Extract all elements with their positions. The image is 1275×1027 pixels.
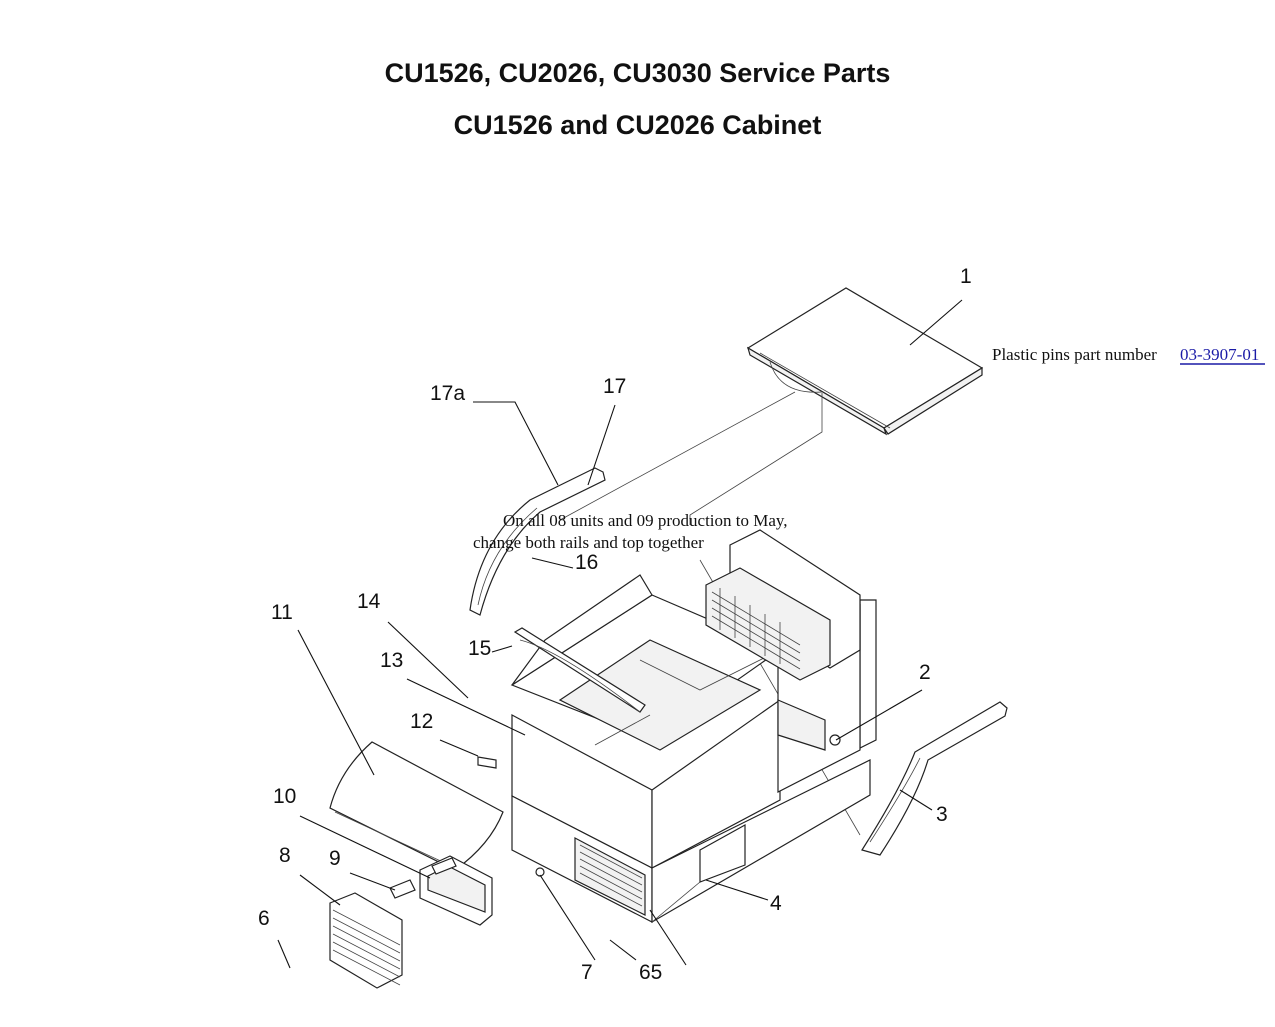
page-subtitle: CU1526 and CU2026 Cabinet — [453, 110, 822, 140]
callout-1: 1 — [960, 265, 972, 288]
callout-14: 14 — [357, 590, 381, 613]
callout-9: 9 — [329, 847, 341, 870]
callout-65: 65 — [639, 961, 662, 984]
part-door-panel — [329, 741, 504, 871]
callout-15: 15 — [468, 637, 491, 660]
part-filter-frame — [419, 855, 493, 926]
part-cabinet — [510, 574, 877, 924]
part-evaporator-assembly — [705, 529, 861, 751]
part-rail-lower — [513, 627, 646, 713]
callout-7: 7 — [581, 961, 593, 984]
part-grille — [329, 892, 403, 989]
callout-16: 16 — [575, 551, 598, 574]
callout-12: 12 — [410, 710, 433, 733]
callout-10: 10 — [273, 785, 296, 808]
callout-6: 6 — [258, 907, 270, 930]
pins-note: Plastic pins part number — [992, 345, 1157, 364]
part-clip — [389, 879, 416, 899]
callout-11: 11 — [271, 601, 293, 624]
leader-lines — [277, 299, 963, 969]
page-title: CU1526, CU2026, CU3030 Service Parts — [384, 58, 891, 88]
part-top-panel — [746, 287, 984, 436]
rails-note-line1: On all 08 units and 09 production to May… — [503, 511, 788, 530]
rails-note-line2: change both rails and top together — [473, 533, 704, 552]
callout-3: 3 — [936, 803, 948, 826]
pins-part-link[interactable]: 03-3907-01 — [1180, 345, 1259, 364]
callout-13: 13 — [380, 649, 403, 672]
part-label-plate — [477, 756, 497, 769]
callout-17: 17 — [603, 375, 626, 398]
part-bracket — [829, 734, 841, 746]
part-side-rail — [861, 701, 1008, 856]
part-rail-upper — [469, 467, 606, 616]
part-screw — [535, 867, 545, 877]
callout-4: 4 — [770, 892, 782, 915]
callout-2: 2 — [919, 661, 931, 684]
callout-8: 8 — [279, 844, 291, 867]
pins-note-text: Plastic pins part number — [992, 345, 1157, 364]
pins-part-number[interactable]: 03-3907-01 — [1180, 345, 1259, 364]
callout-17a: 17a — [430, 382, 465, 405]
